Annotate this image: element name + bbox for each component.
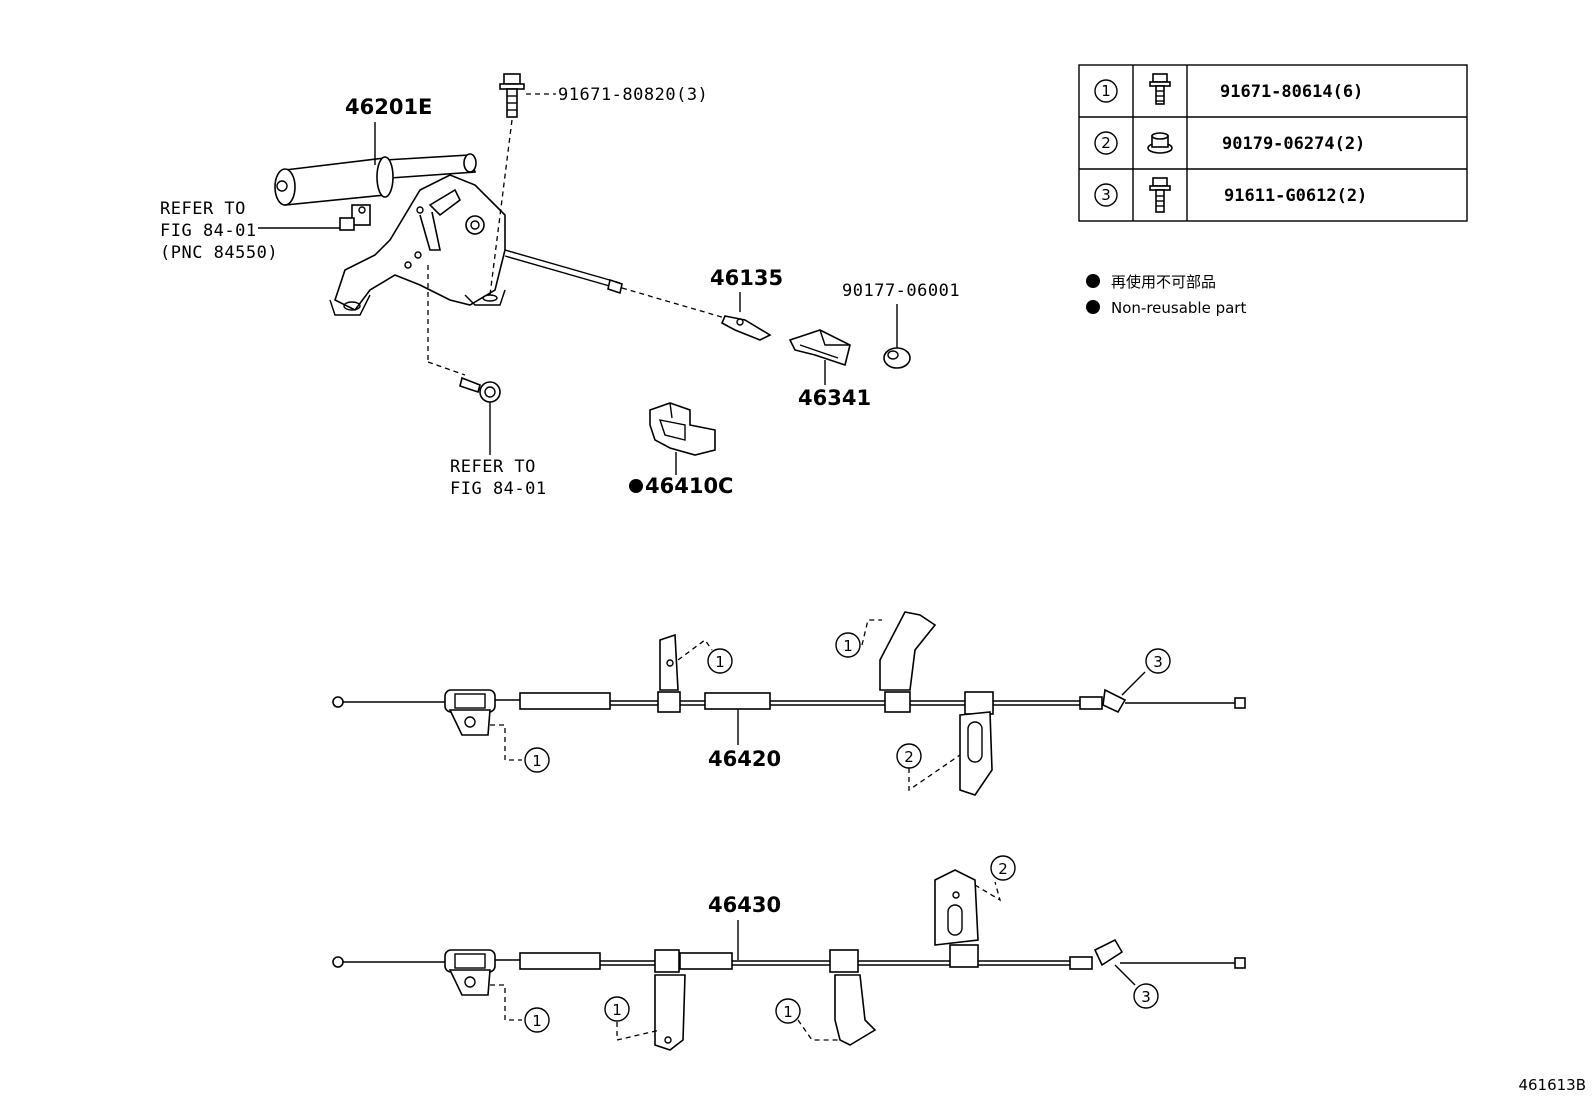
callout-3: [1145, 648, 1171, 674]
part-90177: [883, 347, 911, 369]
refer-top-line3: (PNC 84550): [160, 243, 278, 263]
bolt-icon: [499, 73, 525, 118]
callout-1: [604, 996, 630, 1022]
legend: 再使用不可部品 Non-reusable part: [1086, 273, 1246, 317]
part-46341: [788, 329, 851, 367]
callout-1: [524, 747, 550, 773]
bolt-icon: [1149, 73, 1171, 105]
callout-1-text: 1: [532, 1012, 542, 1030]
refer-bottom-line1: REFER TO: [450, 457, 536, 477]
table-callout-2: [1094, 131, 1118, 155]
table-callout-1: [1094, 79, 1118, 103]
part-46135: [720, 315, 772, 341]
callout-2-text: 2: [904, 748, 914, 766]
callout-1-text: 1: [783, 1003, 793, 1021]
label-46341: 46341: [798, 386, 871, 410]
non-reusable-dot-icon: [629, 479, 643, 493]
cable-46430: [332, 869, 1246, 1051]
callout-3-text: 3: [1153, 653, 1163, 671]
table-callout-3: [1094, 183, 1118, 207]
callout-2-text: 2: [998, 860, 1008, 878]
callout-1: [707, 648, 733, 674]
table-row-3-num: 3: [1101, 186, 1111, 204]
callout-3-text: 3: [1141, 988, 1151, 1006]
label-46430: 46430: [708, 893, 781, 917]
table-row-2-num: 2: [1101, 134, 1111, 152]
table-row-3-part: 91611-G0612(2): [1224, 186, 1367, 206]
label-46420: 46420: [708, 747, 781, 771]
label-46201E: 46201E: [345, 95, 432, 119]
callout-1-text: 1: [843, 637, 853, 655]
callout-1: [835, 632, 861, 658]
lever-assembly: [274, 153, 623, 316]
callout-2: [990, 855, 1016, 881]
fastener-table: 1 91671-80614(6) 2 90179-06274(2) 3: [1078, 64, 1468, 222]
callout-1-text: 1: [715, 653, 725, 671]
label-46135: 46135: [710, 266, 783, 290]
bolt-icon: [459, 376, 501, 403]
callout-1: [524, 1007, 550, 1033]
refer-top-line1: REFER TO: [160, 199, 246, 219]
callout-1: [775, 998, 801, 1024]
refer-bottom-line2: FIG 84-01: [450, 479, 547, 499]
legend-en: Non-reusable part: [1111, 299, 1246, 317]
diagram-id: 461613B: [1518, 1076, 1586, 1094]
label-90177-06001: 90177-06001: [842, 281, 960, 301]
callout-3: [1133, 983, 1159, 1009]
nut-icon: [1147, 132, 1173, 154]
callout-1-text: 1: [612, 1001, 622, 1019]
bolt-icon: [1149, 177, 1171, 213]
callout-2: [896, 743, 922, 769]
label-46410C: 46410C: [645, 474, 733, 498]
legend-jp: 再使用不可部品: [1111, 273, 1216, 291]
cable-46420: [332, 611, 1246, 796]
non-reusable-dot-icon: [1086, 300, 1100, 314]
callout-1-text: 1: [532, 752, 542, 770]
label-bolt-91671-80820: 91671-80820(3): [558, 85, 708, 105]
non-reusable-dot-icon: [1086, 274, 1100, 288]
table-row-2-part: 90179-06274(2): [1222, 134, 1365, 154]
part-46410C: [649, 402, 716, 456]
table-row-1-num: 1: [1101, 82, 1111, 100]
table-row-1-part: 91671-80614(6): [1220, 82, 1363, 102]
refer-top-line2: FIG 84-01: [160, 221, 257, 241]
